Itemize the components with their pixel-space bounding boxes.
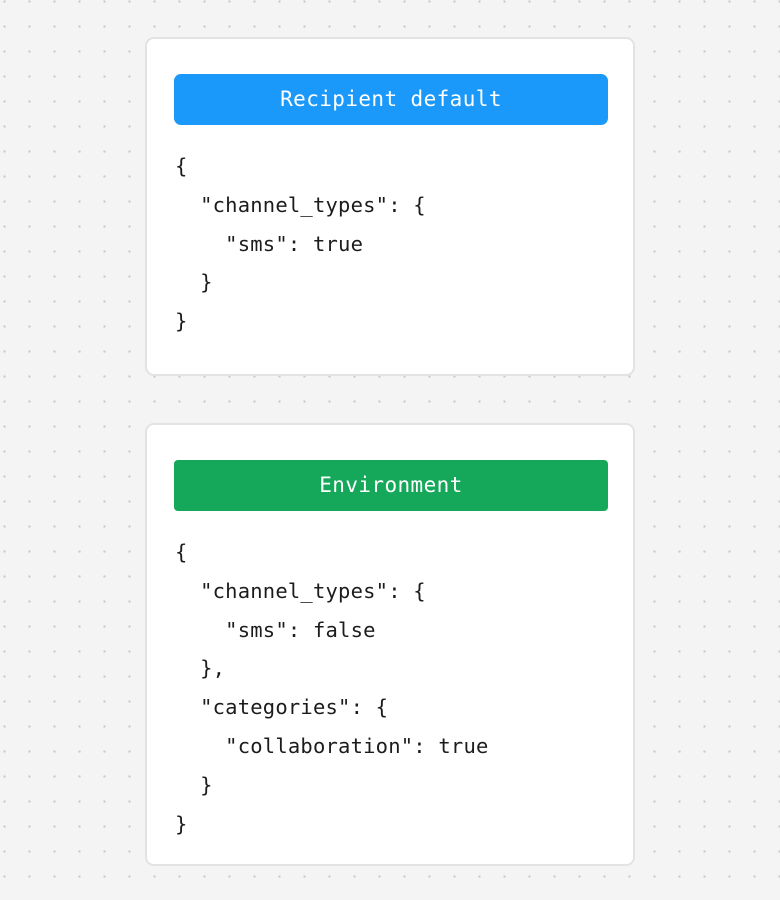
card-recipient-default[interactable]: Recipient default { "channel_types": { "… [145, 37, 635, 376]
code-block-recipient-default: { "channel_types": { "sms": true } } [175, 154, 426, 334]
card-header-environment[interactable]: Environment [174, 460, 608, 511]
card-header-recipient-default[interactable]: Recipient default [174, 74, 608, 125]
code-block-environment: { "channel_types": { "sms": false }, "ca… [175, 540, 489, 836]
card-environment[interactable]: Environment { "channel_types": { "sms": … [145, 423, 635, 866]
